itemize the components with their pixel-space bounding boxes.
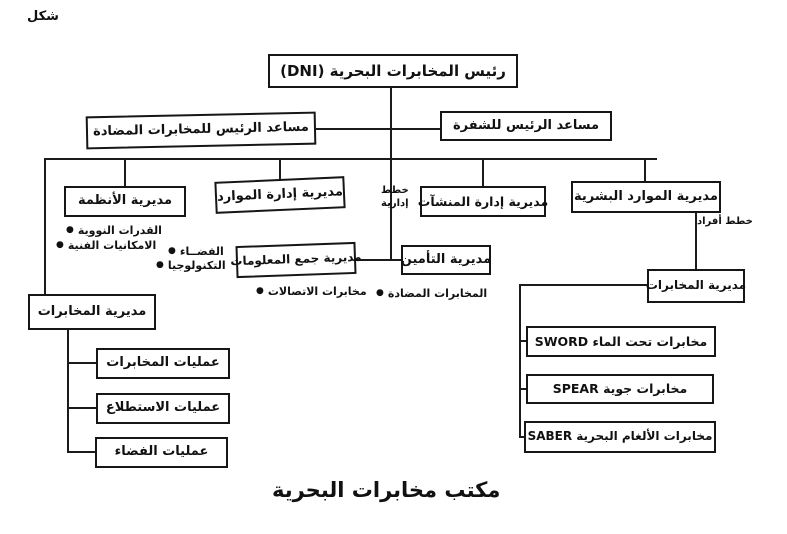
node-underwater-intel-sword: مخابرات تحت الماء SWORD [526,326,716,357]
bullet-label: الفضــاء [179,245,224,258]
connector-right-units-rail [519,284,521,437]
collection-bullet-technology: ● التكنولوجيا [156,259,226,272]
bullet-icon: ● [56,240,64,250]
note-personnel-plans: خطط أفراد [697,216,753,227]
bullet-label: القدرات النووية [77,224,162,237]
connector-main-rail [44,158,657,160]
connector-assistants [316,128,440,130]
node-security-directorate: مديرية التأمين [401,245,491,275]
connector-drop-systems [124,158,126,188]
connector-stub-saber [519,436,528,438]
node-ops-intel: عمليات المخابرات [96,348,230,379]
node-naval-mines-intel-saber: مخابرات الألغام البحرية SABER [524,421,716,453]
connector-drop-facilities [482,158,484,188]
bullet-label: الامكانيات الفنية [67,239,157,252]
bullet-icon: ● [66,225,74,235]
bullet-icon: ● [168,246,176,256]
node-intel-directorate-right: مديرية المخابرات [646,269,746,303]
note-admin-plans: خطط إدارية [381,184,409,210]
node-ops-space: عمليات الفضاء [95,437,228,468]
bullet-label: مخابرات الاتصالات [267,285,367,298]
node-resource-mgmt-directorate: مديرية إدارة الموارد [214,176,346,214]
node-facilities-mgmt-directorate: مديرية إدارة المنشآت [418,186,548,217]
connector-left-ops-rail [67,329,69,453]
node-intel-directorate-left: مديرية المخابرات [28,294,156,330]
connector-drop-intel-left [44,158,46,296]
connector-intel-right-branch [519,284,647,286]
connector-drop-hr [644,158,646,183]
node-systems-directorate: مديرية الأنظمة [64,186,186,217]
collection-bullet-space: ● الفضــاء [168,245,224,258]
bullet-label: التكنولوجيا [167,259,226,272]
connector-drop-resources [279,158,281,181]
connector-stub-spear [519,388,528,390]
connector-root-drop [390,87,392,158]
note-admin-plans-line1: خطط [381,185,409,196]
collection-bullet-comms-intel: ● مخابرات الاتصالات [256,285,367,298]
node-ops-recon: عمليات الاستطلاع [96,393,230,424]
connector-stub-ops-space [67,451,96,453]
note-admin-plans-line2: إدارية [381,198,409,209]
connector-collection-security [356,259,402,261]
connector-stub-ops-recon [67,407,96,409]
node-assistant-crypto: مساعد الرئيس للشفرة [440,111,612,141]
node-root-dni: رئيس المخابرات البحرية (DNI) [268,54,518,88]
bullet-label: المخابرات المضادة [387,287,488,300]
connector-drop-central [390,158,392,261]
connector-stub-sword [519,340,528,342]
node-info-collection-directorate: مديرية جمع المعلومات [230,241,362,279]
systems-bullet-technical: ● الامكانيات الفنية [56,239,156,252]
bullet-icon: ● [376,288,384,298]
page-title: مكتب مخابرات البحرية [272,478,501,502]
node-human-resources-directorate: مديرية الموارد البشرية [571,181,721,213]
bullet-icon: ● [256,286,264,296]
security-bullet-counterintel: ● المخابرات المضادة [376,287,487,300]
systems-bullet-nuclear: ● القدرات النووية [66,224,162,237]
bullet-icon: ● [156,260,164,270]
figure-label: شكل [27,9,59,24]
node-assistant-counterintel: مساعد الرئيس للمخابرات المضادة [85,111,317,150]
node-air-intel-spear: مخابرات جوية SPEAR [526,374,714,404]
connector-hr-intel-right [695,212,697,269]
connector-stub-ops-intel [67,362,96,364]
